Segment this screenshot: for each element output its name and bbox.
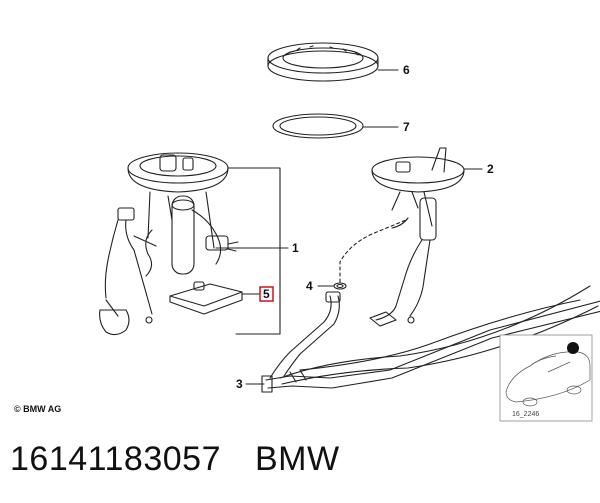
part-7-o-ring bbox=[272, 113, 364, 139]
part-6-seal-ring bbox=[267, 42, 379, 82]
part-number: 16141183057 bbox=[10, 440, 221, 478]
part-1-fuel-pump-assembly bbox=[99, 152, 239, 336]
brand-name: BMW bbox=[254, 440, 340, 478]
part-2-level-sender bbox=[369, 147, 465, 327]
callout-2: 2 bbox=[487, 162, 494, 176]
callout-5: 5 bbox=[263, 287, 270, 301]
callout-3: 3 bbox=[236, 377, 243, 391]
vehicle-inset: 16_2246 bbox=[499, 334, 593, 422]
part-3-fuel-lines bbox=[261, 285, 600, 393]
part-caption: 16141183057 BMW bbox=[10, 440, 340, 479]
copyright-notice: © BMW AG bbox=[14, 404, 62, 414]
callout-4: 4 bbox=[306, 279, 313, 293]
callout-5-highlight-box bbox=[259, 286, 274, 302]
callout-1: 1 bbox=[292, 241, 299, 255]
callout-7: 7 bbox=[403, 120, 410, 134]
parts-diagram: 16_2246 1 2 3 4 5 6 7 bbox=[99, 42, 600, 422]
inset-reference: 16_2246 bbox=[512, 411, 539, 418]
callout-6: 6 bbox=[403, 63, 410, 77]
part-4-small-o-ring bbox=[333, 282, 347, 290]
part-5-filter bbox=[169, 281, 243, 315]
